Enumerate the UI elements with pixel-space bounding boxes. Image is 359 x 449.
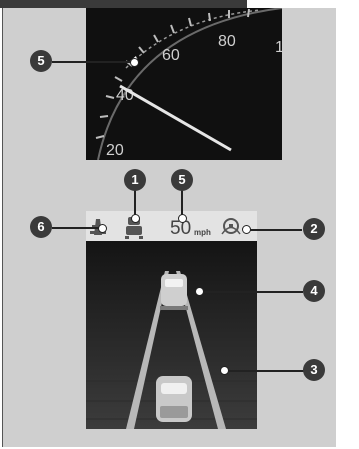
callout-3-leader — [224, 370, 304, 372]
callout-1: 1 — [124, 169, 146, 191]
callout-4: 4 — [303, 280, 325, 302]
callout-4-anchor — [195, 287, 204, 296]
callout-6-anchor — [98, 224, 107, 233]
callout-1-leader — [134, 190, 136, 217]
callout-5-top: 5 — [30, 50, 52, 72]
callout-1-anchor — [131, 214, 140, 223]
callout-5-top-anchor — [130, 58, 139, 67]
callout-4-leader — [199, 291, 303, 293]
tick-label-20: 20 — [106, 142, 124, 159]
callout-3: 3 — [303, 359, 325, 381]
own-vehicle-icon — [156, 376, 192, 422]
callout-6-leader — [52, 227, 102, 229]
lead-vehicle-icon — [160, 274, 188, 310]
steering-wheel-icon — [222, 219, 240, 234]
callout-5-bottom: 5 — [171, 169, 193, 191]
tick-label-80: 80 — [218, 33, 236, 50]
top-bar — [0, 0, 247, 8]
speedometer-closeup: 20 40 60 80 1 — [86, 8, 282, 160]
set-speed-unit: mph — [194, 228, 211, 237]
callout-2: 2 — [303, 218, 325, 240]
callout-3-anchor — [220, 366, 229, 375]
callout-5-bottom-anchor — [178, 214, 187, 223]
info-bar: 50 mph — [86, 211, 257, 241]
tick-label-100-partial: 1 — [275, 39, 282, 56]
callout-2-anchor — [242, 225, 251, 234]
callout-2-leader — [246, 229, 302, 231]
speedometer-needle — [120, 86, 231, 150]
driver-display — [86, 211, 257, 429]
callout-5-top-leader — [52, 61, 134, 63]
tick-label-60: 60 — [162, 47, 180, 64]
callout-6: 6 — [30, 216, 52, 238]
callout-5-bottom-leader — [181, 190, 183, 217]
